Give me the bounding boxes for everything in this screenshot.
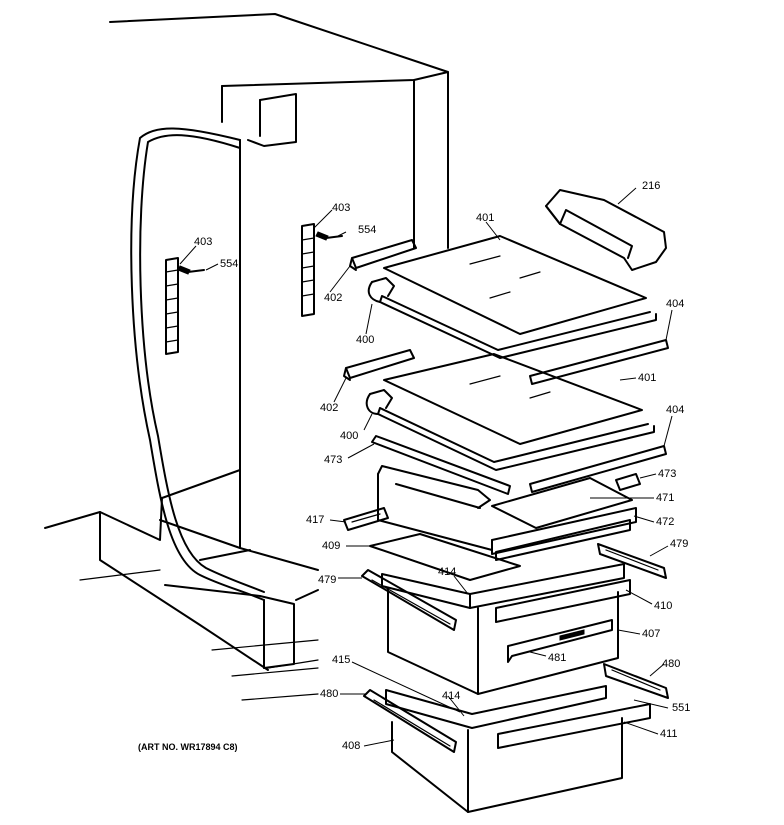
callout-408: 408 xyxy=(342,740,361,752)
callout-472: 472 xyxy=(656,516,675,528)
callout-216: 216 xyxy=(642,180,661,192)
upper-drawer-cover xyxy=(377,465,493,551)
callout-401-middle: 401 xyxy=(638,372,657,384)
pan-cover-right xyxy=(615,473,641,491)
callout-480-left: 480 xyxy=(320,688,339,700)
callout-480-right: 480 xyxy=(662,658,681,670)
callout-403-left: 403 xyxy=(194,236,213,248)
callout-411: 411 xyxy=(660,728,678,740)
callout-479-right: 479 xyxy=(670,538,689,550)
upper-shelf-trim xyxy=(529,339,669,385)
callout-554-right: 554 xyxy=(358,224,377,236)
callout-404-middle: 404 xyxy=(666,404,685,416)
callout-479-left: 479 xyxy=(318,574,337,586)
callout-400-middle: 400 xyxy=(340,430,359,442)
leader-lines xyxy=(179,187,673,747)
shelf-rail-upper xyxy=(349,239,417,271)
callout-551: 551 xyxy=(672,702,691,714)
callout-410: 410 xyxy=(654,600,673,612)
bin-216 xyxy=(545,189,667,271)
drawer-divider-409 xyxy=(369,533,521,581)
pan-cover-front xyxy=(371,435,511,495)
callout-402-upper: 402 xyxy=(324,292,343,304)
shelf-ladder-left xyxy=(165,257,179,355)
callout-471: 471 xyxy=(656,492,675,504)
callout-414-lower: 414 xyxy=(442,690,461,702)
callout-409: 409 xyxy=(322,540,341,552)
callout-417: 417 xyxy=(306,514,325,526)
middle-shelf-frame xyxy=(365,389,655,471)
screw-right xyxy=(315,231,343,241)
art-number: (ART NO. WR17894 C8) xyxy=(138,742,238,752)
drawer-slide-479-right xyxy=(597,543,667,579)
lower-drawer-slide-left xyxy=(363,689,457,753)
middle-drawer-body xyxy=(387,579,631,695)
shelf-ladder-right xyxy=(301,223,315,317)
middle-shelf-trim xyxy=(529,445,667,493)
callout-414-upper: 414 xyxy=(438,566,457,578)
screw-left xyxy=(177,265,205,275)
lower-drawer-body xyxy=(391,703,651,813)
callout-473-left: 473 xyxy=(324,454,343,466)
callout-473-right: 473 xyxy=(658,468,677,480)
callout-402-lower: 402 xyxy=(320,402,339,414)
callout-400-upper: 400 xyxy=(356,334,375,346)
callout-415: 415 xyxy=(332,654,351,666)
callout-481: 481 xyxy=(548,652,567,664)
callout-401-upper: 401 xyxy=(476,212,495,224)
upper-drawer-glass xyxy=(491,477,633,529)
cabinet-outline xyxy=(44,13,449,701)
callout-403-right: 403 xyxy=(332,202,351,214)
upper-shelf-frame xyxy=(367,277,657,359)
callout-407: 407 xyxy=(642,628,661,640)
shelf-rail-lower xyxy=(343,349,415,381)
middle-drawer-handle xyxy=(507,619,613,663)
middle-drawer-rim xyxy=(381,563,625,609)
lower-drawer-rim xyxy=(385,685,607,729)
lower-drawer-slide-right xyxy=(603,663,669,699)
drawer-slide-417 xyxy=(343,507,389,531)
callout-554-left: 554 xyxy=(220,258,239,270)
callout-404-upper: 404 xyxy=(666,298,685,310)
upper-shelf-glass xyxy=(383,235,647,335)
middle-shelf-glass xyxy=(383,353,643,445)
